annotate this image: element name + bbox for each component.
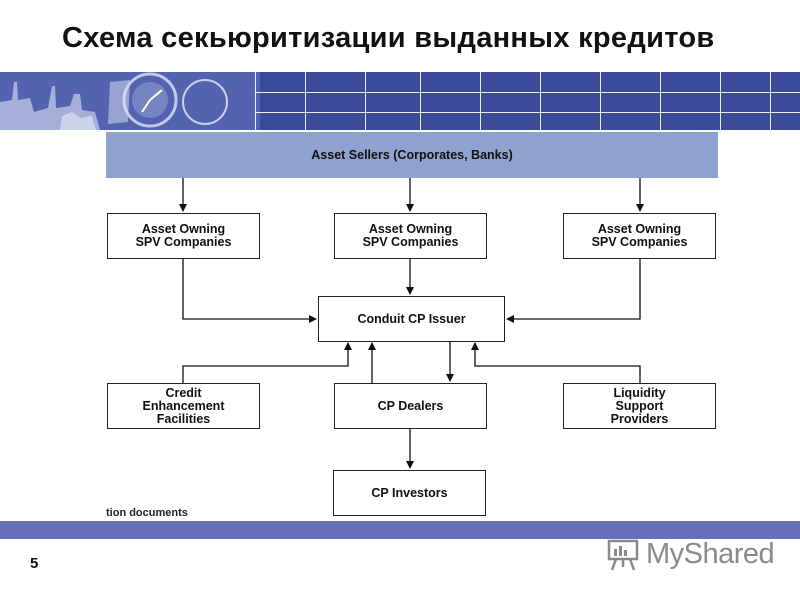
grid-line	[420, 72, 421, 130]
liquidity-support-box: Liquidity Support Providers	[563, 383, 716, 429]
credit-enhancement-box: Credit Enhancement Facilities	[107, 383, 260, 429]
grid-line	[255, 92, 800, 93]
footnote-text: tion documents	[106, 507, 188, 519]
spv-right-box: Asset Owning SPV Companies	[563, 213, 716, 259]
arrow-spv-left-to-conduit	[182, 259, 317, 323]
grid-line	[365, 72, 366, 130]
grid-line	[720, 72, 721, 130]
bottom-bar	[0, 521, 800, 539]
page-number: 5	[30, 555, 39, 572]
grid-line	[770, 72, 771, 130]
grid-line	[255, 72, 256, 130]
asset-sellers-box: Asset Sellers (Corporates, Banks)	[106, 132, 718, 178]
cp-dealers-box: CP Dealers	[334, 383, 487, 429]
grid-line	[480, 72, 481, 130]
grid-line	[255, 112, 800, 113]
spv-mid-box: Asset Owning SPV Companies	[334, 213, 487, 259]
logo-text: MyShared	[646, 537, 775, 570]
arrow-spv-right-to-conduit	[506, 259, 641, 323]
grid-line	[600, 72, 601, 130]
slide-title: Схема секьюритизации выданных кредитов	[62, 22, 715, 54]
grid-line	[305, 72, 306, 130]
industrial-collage-image	[0, 72, 260, 130]
grid-line	[660, 72, 661, 130]
presentation-board-icon	[607, 539, 639, 571]
grid-line	[540, 72, 541, 130]
cp-investors-box: CP Investors	[333, 470, 486, 516]
header-banner	[0, 72, 800, 130]
spv-left-box: Asset Owning SPV Companies	[107, 213, 260, 259]
myshared-logo: MyShared	[606, 537, 775, 571]
arrow-credit-to-conduit	[182, 342, 352, 383]
arrow-liquidity-to-conduit	[471, 342, 641, 383]
conduit-cp-issuer-box: Conduit CP Issuer	[318, 296, 505, 342]
